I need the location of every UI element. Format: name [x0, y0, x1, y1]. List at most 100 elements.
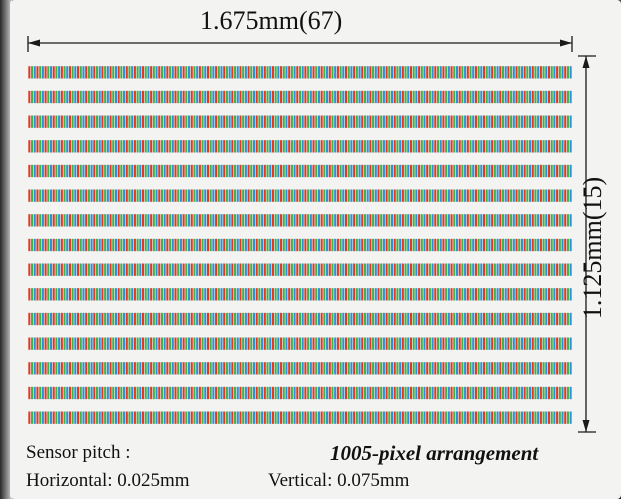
subpixel: [556, 115, 559, 128]
subpixel: [512, 164, 515, 178]
subpixel: [163, 362, 166, 375]
subpixel: [196, 362, 199, 375]
subpixel: [196, 386, 199, 400]
subpixel: [355, 66, 358, 79]
subpixel: [74, 411, 77, 424]
subpixel: [399, 164, 402, 178]
subpixel: [323, 238, 326, 252]
subpixel: [31, 164, 34, 178]
subpixel: [331, 411, 334, 424]
subpixel: [66, 337, 69, 350]
subpixel: [239, 115, 242, 128]
subpixel: [242, 189, 245, 202]
subpixel: [331, 312, 334, 326]
subpixel: [434, 115, 437, 128]
subpixel: [47, 288, 50, 301]
subpixel: [315, 312, 318, 326]
subpixel: [561, 263, 564, 276]
subpixel: [120, 386, 123, 400]
subpixel: [231, 263, 234, 276]
subpixel: [407, 238, 410, 252]
subpixel: [144, 90, 147, 104]
subpixel: [431, 288, 434, 301]
subpixel: [255, 386, 258, 400]
subpixel: [223, 90, 226, 104]
subpixel: [512, 238, 515, 252]
subpixel: [152, 288, 155, 301]
subpixel: [225, 90, 228, 104]
subpixel: [566, 362, 569, 375]
subpixel: [547, 362, 551, 375]
subpixel: [68, 411, 71, 424]
subpixel: [412, 263, 415, 276]
subpixel: [390, 337, 394, 350]
subpixel: [144, 189, 147, 202]
subpixel: [388, 263, 391, 276]
subpixel: [169, 411, 172, 424]
subpixel: [179, 66, 182, 79]
subpixel: [298, 164, 302, 178]
subpixel: [120, 263, 123, 276]
subpixel: [90, 312, 93, 326]
width-dimension-label: 1.675mm(67): [200, 6, 343, 35]
subpixel: [128, 411, 131, 424]
subpixel: [558, 66, 561, 79]
subpixel: [393, 386, 396, 400]
subpixel: [477, 386, 480, 400]
subpixel: [344, 411, 348, 424]
subpixel: [428, 386, 431, 400]
subpixel: [496, 164, 499, 178]
subpixel: [412, 140, 415, 153]
subpixel: [220, 164, 223, 178]
subpixel: [566, 90, 569, 104]
subpixel: [185, 312, 188, 326]
subpixel: [36, 386, 39, 400]
subpixel: [447, 90, 450, 104]
subpixel: [434, 411, 437, 424]
subpixel: [87, 288, 90, 301]
subpixel: [247, 140, 250, 153]
subpixel: [483, 288, 486, 301]
subpixel: [144, 337, 147, 350]
subpixel: [442, 214, 445, 227]
subpixel: [114, 386, 117, 400]
subpixel: [556, 140, 559, 153]
subpixel: [553, 140, 556, 153]
subpixel: [374, 238, 377, 252]
subpixel: [323, 214, 326, 227]
subpixel: [112, 115, 115, 128]
subpixel: [198, 115, 201, 128]
subpixel: [182, 337, 185, 350]
subpixel: [41, 140, 44, 153]
subpixel: [225, 263, 228, 276]
subpixel: [209, 164, 212, 178]
subpixel: [63, 164, 66, 178]
subpixel: [493, 66, 496, 79]
subpixel: [537, 263, 540, 276]
subpixel: [390, 66, 394, 79]
subpixel: [150, 238, 153, 252]
subpixel: [520, 140, 523, 153]
subpixel: [363, 189, 366, 202]
subpixel: [529, 66, 532, 79]
subpixel: [326, 263, 329, 276]
subpixel: [215, 337, 218, 350]
subpixel: [439, 288, 442, 301]
subpixel: [450, 115, 453, 128]
subpixel: [507, 140, 510, 153]
subpixel: [212, 288, 215, 301]
subpixel: [437, 115, 440, 128]
subpixel: [355, 189, 358, 202]
subpixel: [193, 386, 196, 400]
subpixel: [236, 386, 239, 400]
subpixel: [234, 411, 237, 424]
subpixel: [274, 164, 277, 178]
subpixel: [307, 238, 310, 252]
subpixel: [307, 214, 310, 227]
subpixel: [36, 411, 39, 424]
subpixel: [399, 189, 402, 202]
subpixel: [44, 337, 47, 350]
subpixel: [220, 386, 223, 400]
subpixel: [131, 90, 134, 104]
subpixel: [98, 189, 101, 202]
